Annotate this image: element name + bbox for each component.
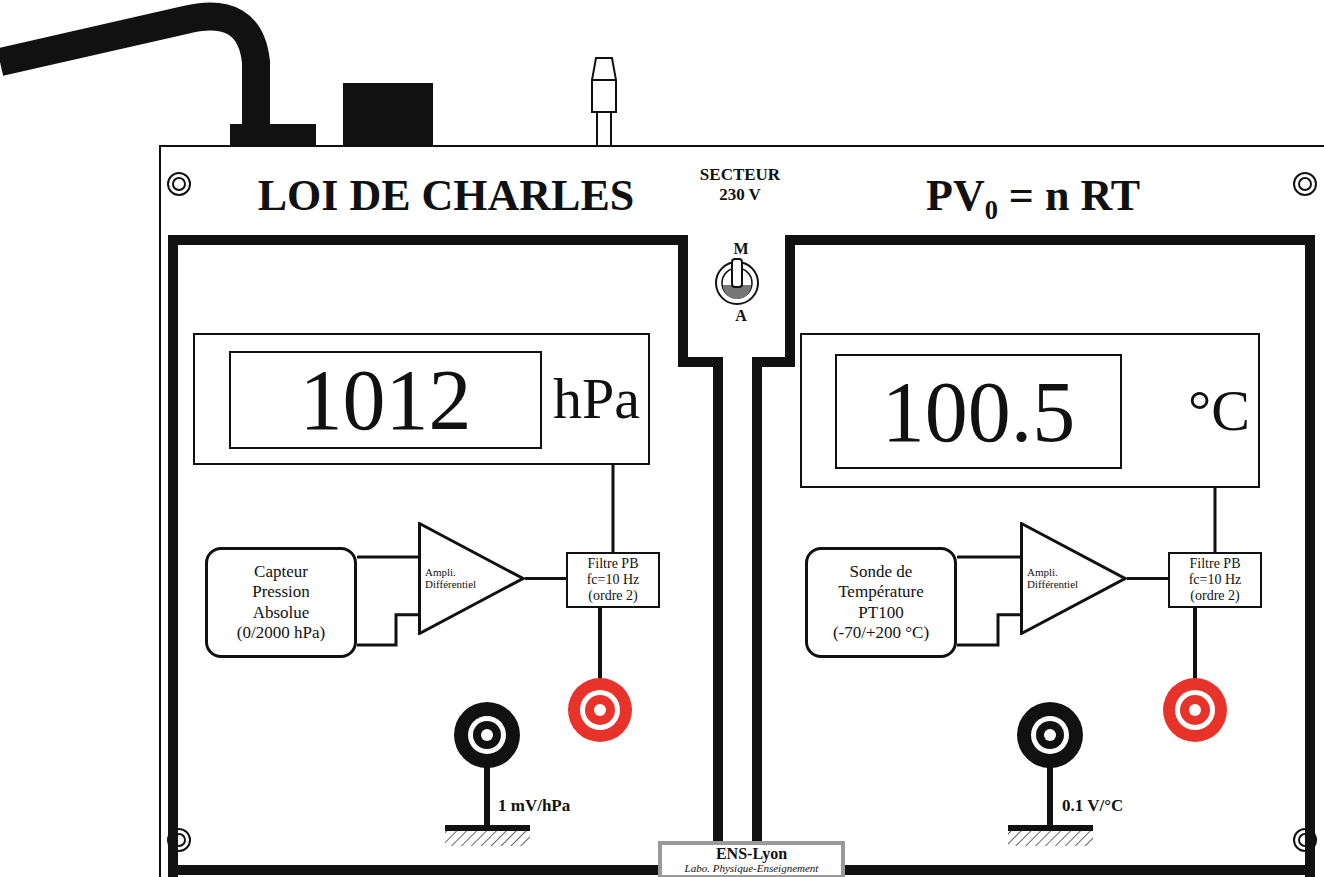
signal-wire — [612, 465, 615, 552]
maker-plate: ENS-LyonLabo. Physique-Enseignement — [658, 841, 845, 877]
sensor-box: Sonde de Température PT100 (-70/+200 °C) — [805, 547, 957, 658]
filter-label: Filtre PB fc=10 Hz (ordre 2) — [576, 556, 650, 604]
sensor-label: Capteur Pression Absolue (0/2000 hPa) — [225, 562, 337, 644]
readout-value: 100.5 — [882, 369, 1076, 455]
switch-label: SECTEUR — [680, 166, 800, 185]
readout-value: 1012 — [300, 357, 472, 443]
amplifier-triangle: Ampli. Différentiel — [1020, 522, 1127, 635]
signal-wire — [357, 615, 418, 645]
amplifier-label: Ampli. Différentiel — [1027, 566, 1087, 591]
switch-label: 230 V — [680, 186, 800, 205]
display-frame: hPa 1012 — [193, 333, 650, 465]
sensor-label: Sonde de Température PT100 (-70/+200 °C) — [825, 562, 937, 644]
instrument-panel: LOI DE CHARLES hPa 1012Capteur Pression Ab… — [168, 158, 724, 877]
signal-wire — [525, 577, 566, 580]
lab-subtitle: Labo. Physique-Enseignement — [685, 862, 819, 874]
instrument-panel: PV₀ = n RT °C 100.5Sonde de Température PT… — [752, 158, 1314, 877]
signal-wire — [357, 556, 418, 559]
lab-name: ENS-Lyon — [716, 845, 787, 863]
filter-box: Filtre PB fc=10 Hz (ordre 2) — [566, 552, 660, 608]
amplifier-triangle: Ampli. Différentiel — [418, 522, 525, 635]
unit-label: hPa — [553, 370, 640, 428]
digital-readout: 100.5 — [835, 354, 1122, 469]
display-frame: °C 100.5 — [800, 333, 1260, 488]
signal-wire — [1127, 577, 1168, 580]
filter-box: Filtre PB fc=10 Hz (ordre 2) — [1168, 552, 1262, 608]
unit-label: °C — [1188, 382, 1250, 440]
signal-wire — [957, 615, 1020, 645]
panel-heading: LOI DE CHARLES — [168, 172, 724, 220]
scale-factor: 1 mV/hPa — [498, 797, 570, 816]
switch-label: A — [717, 307, 765, 325]
switch-label: M — [717, 240, 765, 258]
signal-wire — [957, 556, 1020, 559]
filter-label: Filtre PB fc=10 Hz (ordre 2) — [1178, 556, 1252, 604]
scale-factor: 0.1 V/°C — [1062, 797, 1123, 816]
amplifier-label: Ampli. Différentiel — [425, 566, 485, 591]
sensor-box: Capteur Pression Absolue (0/2000 hPa) — [205, 547, 357, 658]
signal-wire — [1214, 488, 1217, 552]
digital-readout: 1012 — [229, 351, 542, 449]
panel-heading: PV₀ = n RT — [752, 172, 1314, 220]
